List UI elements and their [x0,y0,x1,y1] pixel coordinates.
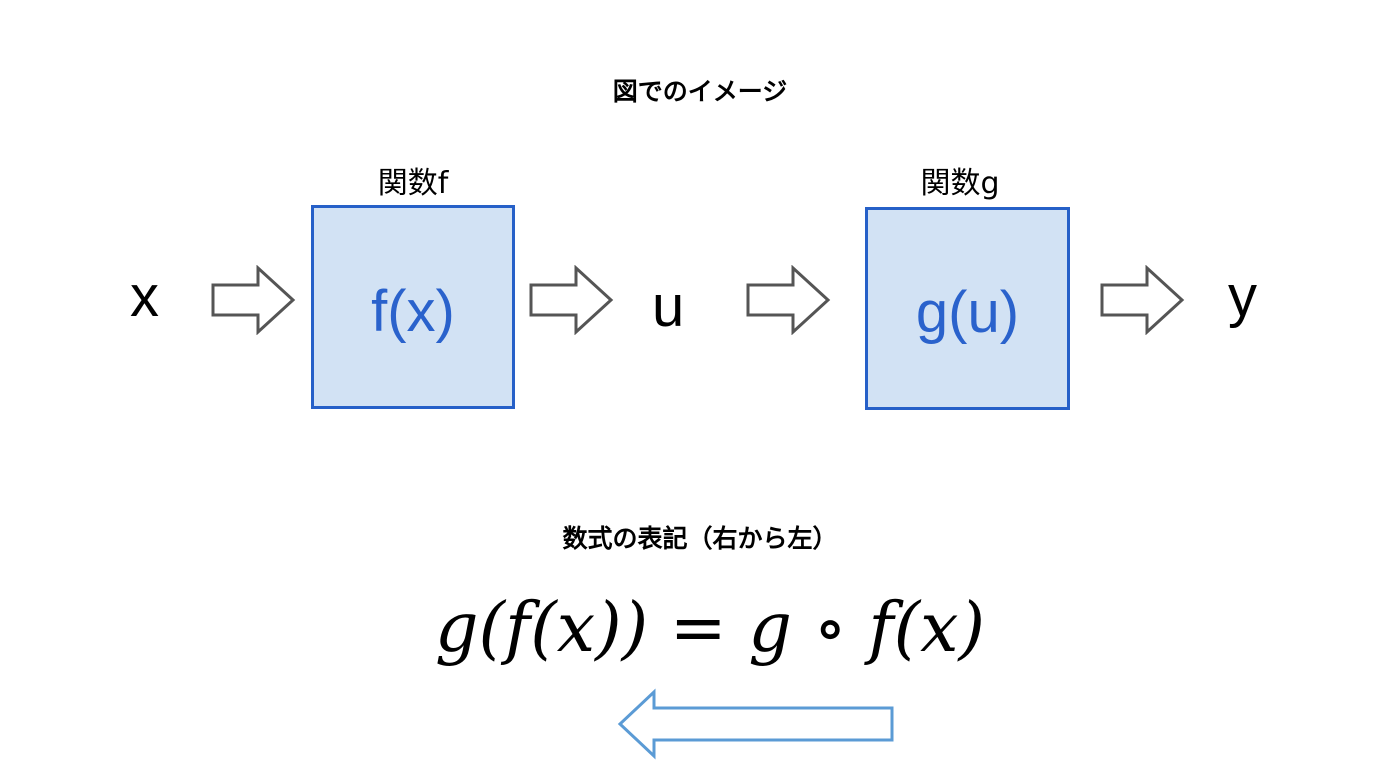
function-g-box: g(u) [865,207,1070,410]
function-f-box: f(x) [311,205,515,409]
right-to-left-arrow [617,688,894,760]
flow-arrow-u-to-g [746,265,831,335]
notation-title: 数式の表記（右から左） [562,524,838,553]
function-f-label: 関数f [377,166,449,201]
diagram-title: 図でのイメージ [612,77,788,106]
flow-arrow-x-to-f [211,265,296,335]
function-f-expression: f(x) [371,278,455,344]
input-variable: x [130,264,159,329]
function-g-expression: g(u) [915,280,1020,345]
flow-arrow-g-to-y [1100,265,1185,335]
output-variable: y [1228,264,1257,329]
flow-arrow-f-to-u [529,265,614,335]
intermediate-variable: u [652,274,685,339]
composition-formula: g(f(x)) = g ∘ f(x) [434,589,986,668]
function-g-label: 関数g [920,166,1000,201]
